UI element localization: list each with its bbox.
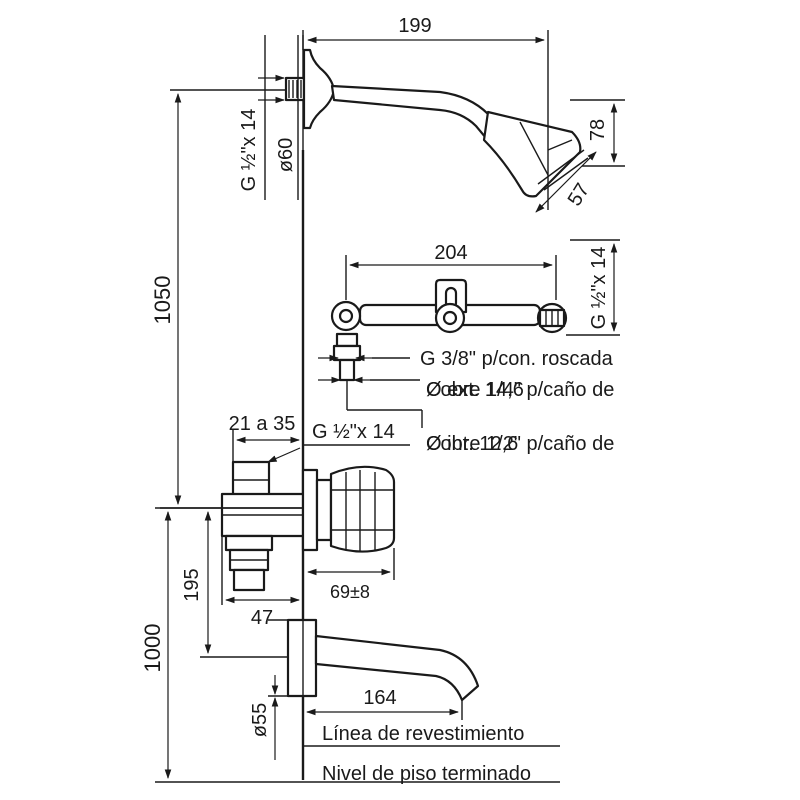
dim-spout-height: 1000	[140, 507, 303, 779]
dim-spout-wall-depth: 47	[221, 536, 300, 629]
label-connection-thread: G 3/8" p/con. roscada	[420, 348, 614, 370]
dim-label-164: 164	[363, 687, 396, 709]
dim-label-69: 69±8	[330, 582, 370, 602]
dim-shower-head-diameter: 78	[570, 99, 625, 167]
dim-knob-projection: 69±8	[307, 548, 395, 602]
valve-body: 204 G ½"x 14	[330, 239, 620, 382]
dim-label-47: 47	[251, 607, 273, 629]
label-copper-inner-b: Ø int. 12,6	[426, 433, 518, 455]
dim-label-199: 199	[398, 15, 431, 37]
label-copper-outer-a: Cobre 1/4" p/caño de	[426, 379, 614, 401]
dim-label-21-35: 21 a 35	[229, 413, 296, 435]
dim-shower-height: 1050	[150, 89, 286, 505]
dim-label-57: 57	[564, 180, 594, 211]
reference-lines: Línea de revestimiento Nivel de piso ter…	[155, 723, 560, 785]
dim-label-195: 195	[181, 568, 203, 601]
dim-label-1050: 1050	[150, 276, 175, 325]
dim-flange: G ½"x 14 ø60	[238, 35, 299, 200]
dim-label-204: 204	[434, 242, 467, 264]
dim-label-78: 78	[587, 119, 609, 141]
dim-label-valve-thread: G ½"x 14	[588, 247, 610, 330]
dim-label-flange-thread: G ½"x 14	[238, 109, 260, 192]
mixer-assembly: 21 a 35 G ½"x 14	[220, 413, 410, 592]
spout	[286, 618, 480, 702]
dim-label-mixer-thread: G ½"x 14	[312, 421, 395, 443]
label-finished-floor: Nivel de piso terminado	[322, 763, 531, 785]
label-cladding-line: Línea de revestimiento	[322, 723, 524, 745]
shower-assembly	[284, 48, 589, 198]
connection-callouts: G 3/8" p/con. roscada Cobre 1/4" p/caño …	[318, 348, 614, 455]
label-copper-outer-b: Ø ext. 14,6	[426, 379, 524, 401]
dim-spout-diameter: ø55	[249, 619, 288, 760]
label-copper-inner-a: Cobre 1/2" p/caño de	[426, 433, 614, 455]
dim-shower-arm-length: 199	[302, 15, 549, 210]
dim-spout-length: 164	[306, 687, 463, 720]
dim-label-spout-diameter: ø55	[249, 703, 271, 737]
dim-label-1000: 1000	[140, 624, 165, 673]
dim-label-flange-diameter: ø60	[275, 138, 297, 172]
